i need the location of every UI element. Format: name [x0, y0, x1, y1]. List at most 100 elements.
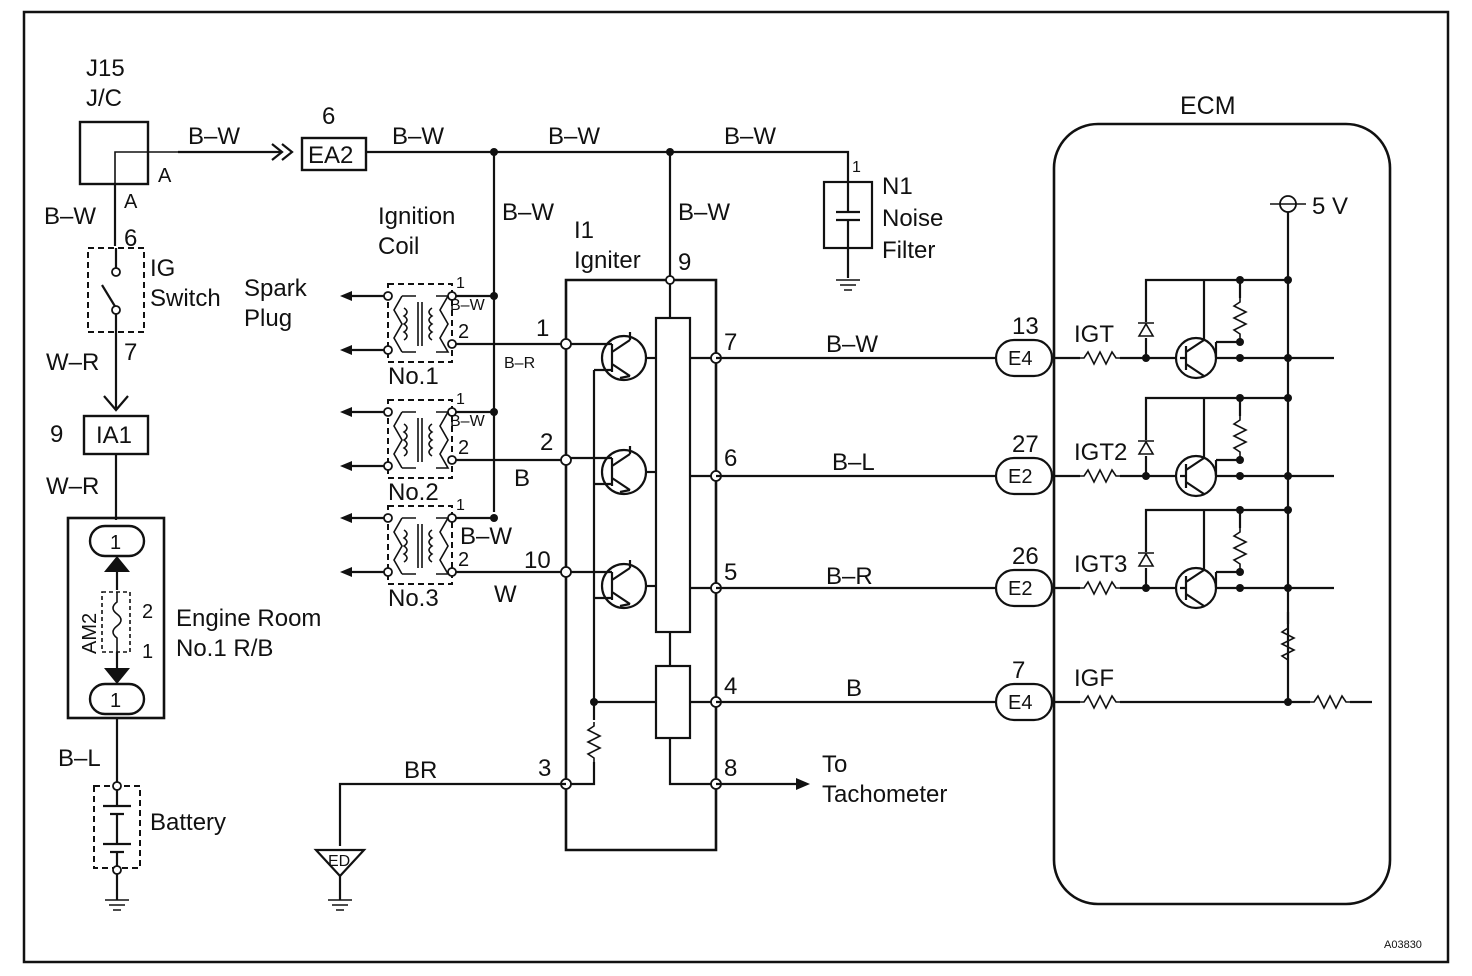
ecm-signal-name: IGT2 — [1074, 439, 1127, 466]
ia1-connector: 9 IA1 — [50, 414, 150, 456]
igniter-pin-2: 2 — [540, 429, 553, 456]
relay-block-label-2: No.1 R/B — [176, 635, 273, 662]
ed-ground: ED — [313, 848, 367, 911]
ia1-pin: 9 — [50, 421, 63, 448]
coil-dashed-box — [387, 283, 453, 363]
ecm-supply-label: 5 V — [1312, 193, 1348, 220]
ed-ground-label: ED — [328, 853, 350, 870]
igniter-pin-ring — [560, 566, 572, 578]
battery: Battery — [93, 781, 226, 911]
spark-plug-label-1: Spark — [244, 275, 308, 302]
figure-id: A03830 — [1384, 939, 1422, 951]
ecm-pin-number: 26 — [1012, 543, 1039, 570]
wire-label-bw-3: B–W — [548, 123, 600, 150]
coil-wire-label-bw: B–W — [450, 297, 486, 314]
j15-pin-bottom: A — [124, 191, 138, 213]
wire-label-bw-igniter-feed: B–W — [678, 199, 730, 226]
wire-label-br-igt3: B–R — [826, 563, 873, 590]
wire-label-bw-1: B–W — [188, 123, 240, 150]
igniter: I1 Igniter 9 7 6 5 4 8 1 2 10 3 — [524, 217, 737, 852]
igniter-pin-10: 10 — [524, 547, 551, 574]
ig-switch-pin-bottom: 7 — [124, 339, 137, 366]
igniter-igf-block — [654, 664, 692, 740]
ecm-connector-label: E4 — [1008, 348, 1032, 370]
ecm-pin-number: 13 — [1012, 313, 1039, 340]
ea2-name: EA2 — [308, 142, 353, 169]
igniter-pin-3: 3 — [538, 755, 551, 782]
ig-switch-label-1: IG — [150, 255, 175, 282]
am2-fuse-pin-top: 2 — [142, 601, 153, 623]
j15-box — [78, 120, 150, 186]
am2-fuse-pin-bottom: 1 — [142, 641, 153, 663]
coil-number-label: No.3 — [388, 585, 439, 612]
igniter-pin-1: 1 — [536, 315, 549, 342]
ecm-pin-number: 7 — [1012, 657, 1025, 684]
ignition-coil-2: 1 2 B–W No.2 — [340, 391, 566, 506]
coil-number-label: No.2 — [388, 479, 439, 506]
igniter-pin-6: 6 — [724, 445, 737, 472]
wire-label-w-coil3: W — [494, 581, 517, 608]
relay-block-label-1: Engine Room — [176, 605, 321, 632]
wire-label-bw-igt: B–W — [826, 331, 878, 358]
wire-br-ground — [338, 782, 566, 846]
coil-pin-2: 2 — [458, 437, 469, 459]
tachometer-label-2: Tachometer — [822, 781, 947, 808]
ignition-coil-1: 1 2 B–W No.1 — [340, 275, 566, 390]
igniter-transistor-2 — [566, 446, 656, 496]
noise-filter-id: N1 — [882, 173, 913, 200]
igniter-id: I1 — [574, 217, 594, 244]
noise-filter-label-2: Filter — [882, 237, 935, 264]
igniter-driver-block — [654, 316, 692, 634]
j15-id: J15 — [86, 55, 125, 82]
wire-label-wr-bottom: W–R — [46, 473, 99, 500]
engine-room-relay-block: 1 AM2 2 1 1 Engine Room No.1 R/B — [66, 516, 321, 720]
am2-fuse-name: AM2 — [79, 613, 101, 654]
ia1-name: IA1 — [96, 422, 132, 449]
igniter-pin-5: 5 — [724, 559, 737, 586]
ignition-coil-label-2: Coil — [378, 233, 419, 260]
ig-switch-lever — [101, 284, 117, 309]
igniter-pin-8: 8 — [724, 755, 737, 782]
ecm-signal-name: IGF — [1074, 665, 1114, 692]
ig-switch: 6 IG Switch 7 — [87, 225, 221, 366]
ea2-pin: 6 — [322, 103, 335, 130]
ecm-connector-label: E2 — [1008, 578, 1032, 600]
igniter-pin-9: 9 — [678, 249, 691, 276]
igniter-internal-rail — [592, 370, 656, 704]
ea2-arrow — [271, 143, 294, 161]
igniter-pin-ring — [560, 338, 572, 350]
ecm-connector-label: E2 — [1008, 466, 1032, 488]
j15-pin-right: A — [158, 165, 172, 187]
coil-wire-label-bw: B–W — [450, 413, 486, 430]
wire-bw-bus — [366, 150, 850, 172]
relay-block-terminal-top-label: 1 — [110, 532, 121, 554]
ea2-connector: 6 EA2 — [300, 103, 368, 172]
noise-filter: 1 N1 Noise Filter — [822, 159, 943, 291]
tachometer-label-1: To — [822, 751, 847, 778]
wire-label-bw-coil3: B–W — [460, 523, 512, 550]
coil-pin-1: 1 — [456, 391, 465, 408]
wire-label-wr-top: W–R — [46, 349, 99, 376]
igniter-transistor-3 — [566, 560, 656, 610]
ig-switch-pin-top: 6 — [124, 225, 137, 252]
wire-label-b-igf: B — [846, 675, 862, 702]
am2-fuse-element — [112, 592, 122, 652]
coil-pin-2: 2 — [458, 549, 469, 571]
relay-block-terminal-bottom — [88, 682, 146, 716]
igniter-pin-ring — [560, 454, 572, 466]
spark-plug-label-2: Plug — [244, 305, 292, 332]
igniter-pin-4: 4 — [724, 673, 737, 700]
figure-frame — [22, 10, 1450, 964]
wire-label-bl-left: B–L — [58, 745, 101, 772]
j15-internal-link — [114, 151, 178, 184]
coil-pin-2: 2 — [458, 321, 469, 343]
noise-filter-label-1: Noise — [882, 205, 943, 232]
coil-number-label: No.1 — [388, 363, 439, 390]
